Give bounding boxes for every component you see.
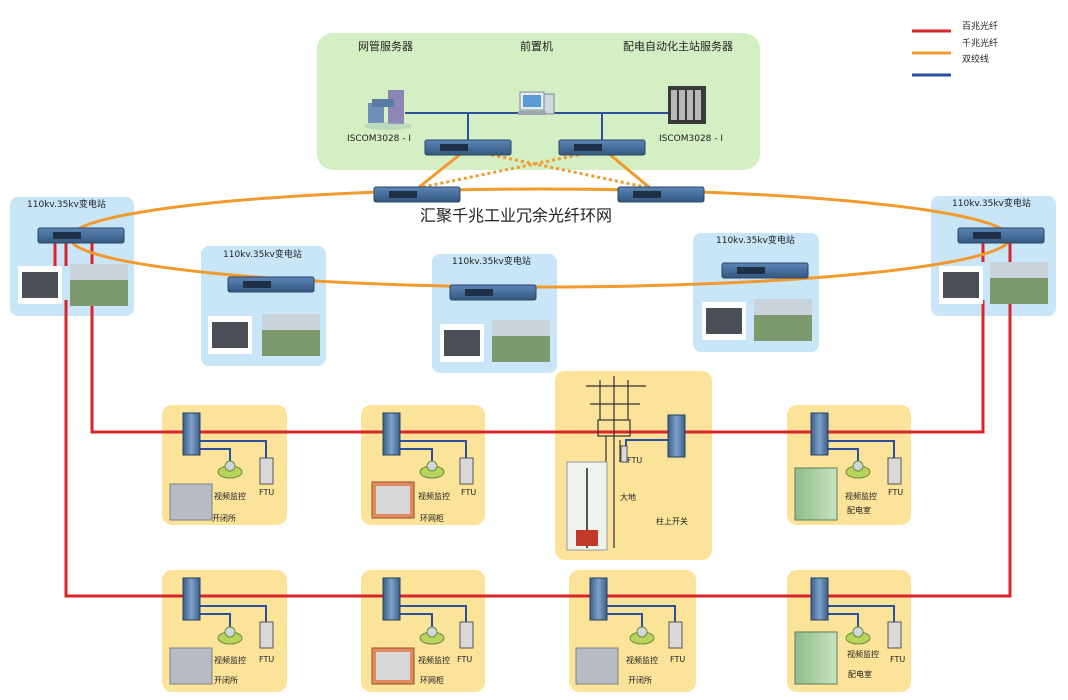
ring-main-unit-label: 环网柜 bbox=[420, 676, 444, 685]
master-switch-left-icon bbox=[424, 139, 512, 156]
ftu-label: FTU bbox=[888, 488, 904, 497]
ground-label: 大地 bbox=[620, 493, 636, 502]
ftu-label: FTU bbox=[670, 655, 686, 664]
nms-server-label: 网管服务器 bbox=[358, 40, 413, 53]
switching-station-label: 开闭所 bbox=[214, 676, 238, 685]
ftu-label: FTU bbox=[259, 488, 275, 497]
video-label: 视频监控 bbox=[845, 492, 877, 501]
distribution-room-label: 配电室 bbox=[848, 670, 872, 679]
video-label: 视频监控 bbox=[214, 656, 246, 665]
transformer-icon bbox=[18, 266, 983, 362]
substation-switch-icon bbox=[37, 227, 1045, 301]
pole-ftu-label: FTU bbox=[627, 456, 643, 465]
camera-icon bbox=[217, 460, 871, 645]
substation-label-3: 110kv.35kv变电站 bbox=[452, 257, 531, 267]
nms-server-icon bbox=[364, 90, 412, 130]
master-switch-right-label: ISCOM3028 - I bbox=[659, 134, 724, 144]
video-label: 视频监控 bbox=[418, 656, 450, 665]
substation-label-4: 110kv.35kv变电站 bbox=[716, 236, 795, 246]
substation-label-1: 110kv.35kv变电站 bbox=[27, 200, 106, 210]
distribution-room-label: 配电室 bbox=[847, 506, 871, 515]
ftu-label: FTU bbox=[461, 488, 477, 497]
video-label: 视频监控 bbox=[847, 650, 879, 659]
legend-twisted-pair-label: 双绞线 bbox=[962, 55, 990, 65]
ring-main-unit-label: 环网柜 bbox=[420, 514, 444, 523]
legend-fiber-1000m-label: 千兆光纤 bbox=[962, 39, 999, 49]
video-label: 视频监控 bbox=[626, 656, 658, 665]
substation-yard-photo bbox=[70, 262, 1048, 362]
substation-label-5: 110kv.35kv变电站 bbox=[952, 199, 1031, 209]
front-end-label: 前置机 bbox=[520, 40, 553, 53]
ring-switch-right-icon bbox=[617, 186, 705, 203]
ring-title: 汇聚千兆工业冗余光纤环网 bbox=[420, 206, 613, 225]
ring-main-unit-icon bbox=[371, 481, 415, 685]
ring-switch-left-icon bbox=[373, 186, 461, 203]
substation-label-2: 110kv.35kv变电站 bbox=[223, 250, 302, 260]
pole-switch-label: 柱上开关 bbox=[656, 517, 688, 526]
da-server-icon bbox=[668, 86, 706, 124]
switching-station-label: 开闭所 bbox=[212, 514, 236, 523]
legend-fiber-100m-label: 百兆光纤 bbox=[962, 22, 999, 32]
video-label: 视频监控 bbox=[418, 492, 450, 501]
utility-pole-icon bbox=[586, 376, 646, 548]
distribution-cabinet-icon bbox=[794, 467, 838, 685]
ftu-label: FTU bbox=[890, 655, 906, 664]
legend bbox=[912, 29, 951, 77]
master-switch-right-icon bbox=[558, 139, 646, 156]
ftu-device-icon bbox=[259, 457, 902, 649]
front-end-pc-icon bbox=[518, 91, 555, 115]
ftu-label: FTU bbox=[457, 655, 473, 664]
master-switch-left-label: ISCOM3028 - I bbox=[347, 134, 412, 144]
switchgear-cabinet-icon bbox=[169, 483, 619, 685]
ftu-label: FTU bbox=[259, 655, 275, 664]
switching-station-label: 开闭所 bbox=[628, 676, 652, 685]
pole-ftu-icon bbox=[620, 445, 628, 463]
pole-photo bbox=[566, 461, 608, 551]
industrial-switch-icon bbox=[182, 412, 829, 621]
video-label: 视频监控 bbox=[214, 492, 246, 501]
da-server-label: 配电自动化主站服务器 bbox=[623, 40, 733, 53]
